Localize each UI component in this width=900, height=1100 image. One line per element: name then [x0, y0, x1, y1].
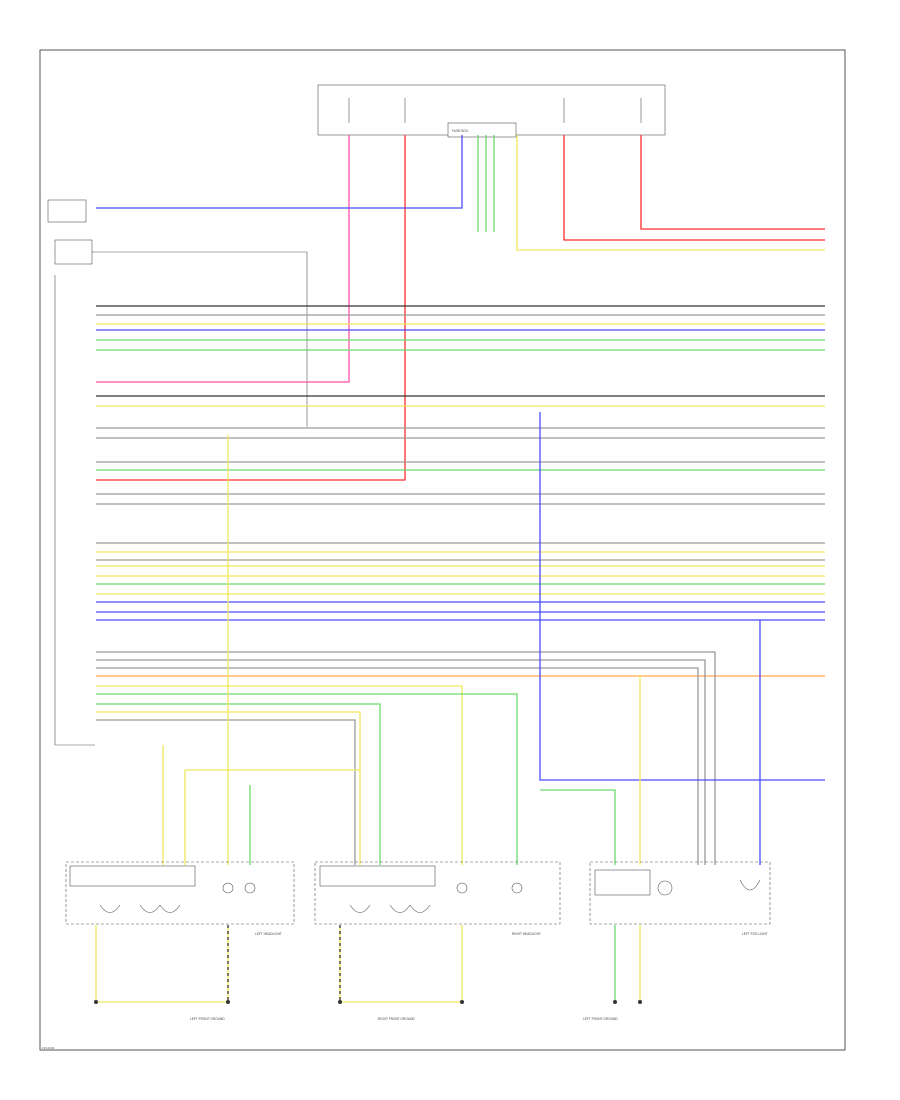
top-risers: [96, 135, 825, 481]
fuse-block: FUSE BOX: [317, 84, 666, 138]
riser-blue-top: [96, 135, 463, 209]
ground-points: [94, 1000, 642, 1004]
ground-label-right-front: RIGHT FRONT GROUND: [378, 1017, 415, 1021]
diagram-border: [39, 49, 846, 1051]
riser-yellow-top: [516, 135, 825, 251]
main-harness: [96, 305, 825, 677]
ground-label-left-front: LEFT FRONT GROUND: [190, 1017, 225, 1021]
ground-drops: [95, 925, 641, 1003]
component-label-left-fog-light: LEFT FOG LIGHT: [742, 932, 768, 936]
left-connector: [47, 199, 308, 746]
riser-red-2: [563, 135, 825, 241]
ground-label-left-front-2: LEFT FRONT GROUND: [583, 1017, 618, 1021]
riser-pink: [96, 135, 350, 383]
right-headlight-assembly: [314, 861, 561, 925]
fuse-box-label: FUSE BOX: [452, 129, 469, 133]
riser-red-1: [96, 135, 406, 481]
left-headlight-assembly: [65, 861, 295, 925]
component-label-right-headlight: RIGHT HEADLIGHT: [512, 932, 541, 936]
lower-branches: [96, 412, 825, 865]
diagram-code: FW-0030: [42, 1046, 55, 1050]
left-fog-light-assembly: [589, 861, 771, 925]
component-label-left-headlight: LEFT HEADLIGHT: [255, 932, 282, 936]
riser-red-3: [640, 135, 825, 230]
